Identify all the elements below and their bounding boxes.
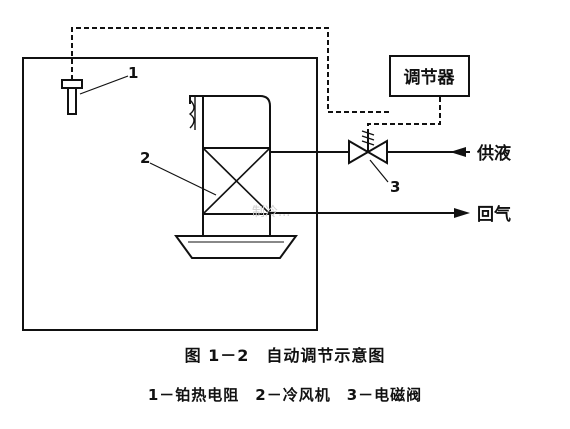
return-label: 回气 xyxy=(477,204,511,225)
platinum-sensor xyxy=(61,79,83,115)
return-arrow xyxy=(454,208,470,218)
number-1: 1 xyxy=(128,64,138,82)
air-cooler xyxy=(174,95,298,259)
supply-arrow xyxy=(450,147,466,157)
number-2: 2 xyxy=(140,149,150,167)
supply-label: 供液 xyxy=(476,143,511,164)
solenoid-valve xyxy=(348,130,388,165)
room-enclosure xyxy=(22,57,318,331)
figure-legend: 1－铂热电阻 2－冷风机 3－电磁阀 xyxy=(147,386,423,404)
watermark: 制冷... xyxy=(252,205,290,220)
controller-label: 调节器 xyxy=(404,67,456,88)
sensor-signal-line xyxy=(71,27,390,113)
number-3: 3 xyxy=(390,178,400,196)
leader-2 xyxy=(149,162,217,196)
controller-output-line xyxy=(367,97,441,134)
leader-3 xyxy=(369,159,389,183)
leader-1 xyxy=(79,75,129,95)
controller-box xyxy=(389,55,470,97)
figure-title: 图 1－2 自动调节示意图 xyxy=(184,346,386,365)
